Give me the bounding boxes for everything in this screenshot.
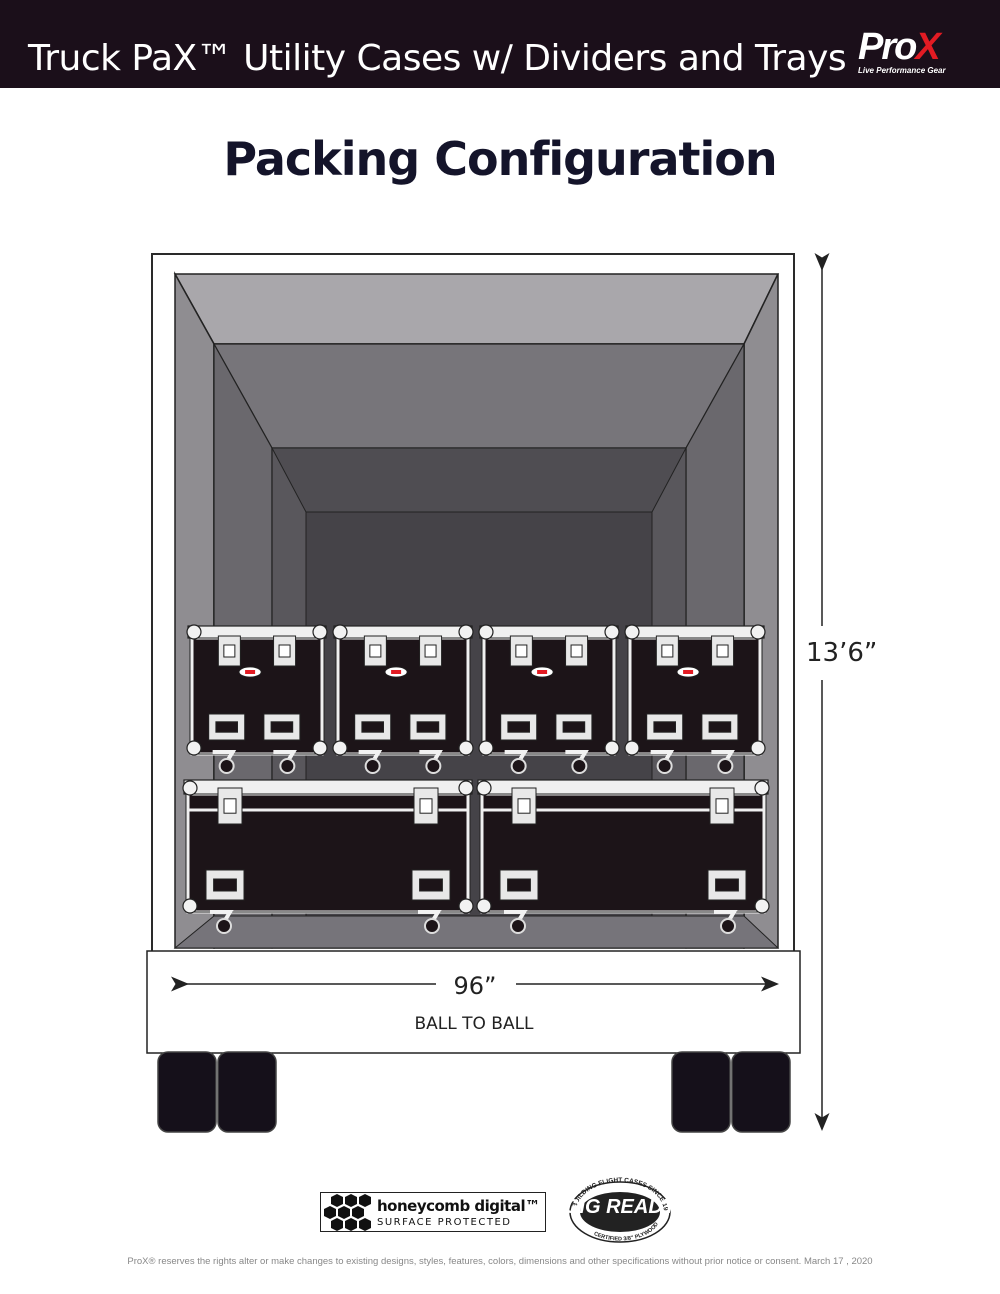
large-utility-case-2: [476, 779, 770, 934]
width-dimension-label: 96”: [440, 972, 510, 1000]
small-utility-case-1: [186, 624, 328, 774]
honeycomb-title: honeycomb digital™: [377, 1197, 540, 1215]
small-utility-case-4: [624, 624, 766, 774]
header-title: Truck PaX™ Utility Cases w/ Dividers and…: [28, 38, 847, 79]
rear-tires: [157, 1051, 791, 1133]
gig-ready-text: GIG READY: [563, 1196, 677, 1218]
height-dimension-label: 13’6”: [806, 638, 878, 668]
gig-ready-seal-icon: BUILDING FLIGHT CASES SINCE 1984 CERTIFI…: [562, 1172, 671, 1243]
large-utility-case-1: [182, 779, 474, 934]
width-note-label: BALL TO BALL: [414, 1014, 534, 1034]
footer-disclaimer: ProX® reserves the rights alter or make …: [127, 1256, 873, 1267]
small-utility-case-2: [332, 624, 474, 774]
honeycomb-subtitle: SURFACE PROTECTED: [377, 1217, 512, 1228]
truck-ceiling: [173, 273, 780, 345]
page-title: Packing Configuration: [223, 132, 777, 186]
honeycomb-digital-badge: honeycomb digital™ SURFACE PROTECTED: [320, 1192, 546, 1232]
small-utility-case-3: [478, 624, 620, 774]
honeycomb-icon: [324, 1194, 371, 1231]
truck-bumper: [146, 950, 801, 1054]
gig-ready-badge: BUILDING FLIGHT CASES SINCE 1984 CERTIFI…: [562, 1172, 678, 1246]
header-bar: Truck PaX™ Utility Cases w/ Dividers and…: [0, 0, 1000, 88]
prox-logo: ProX Live Performance Gear: [848, 26, 978, 78]
logo-text: ProX: [858, 26, 941, 68]
cases-group: [182, 624, 770, 934]
logo-tagline: Live Performance Gear: [858, 66, 946, 75]
